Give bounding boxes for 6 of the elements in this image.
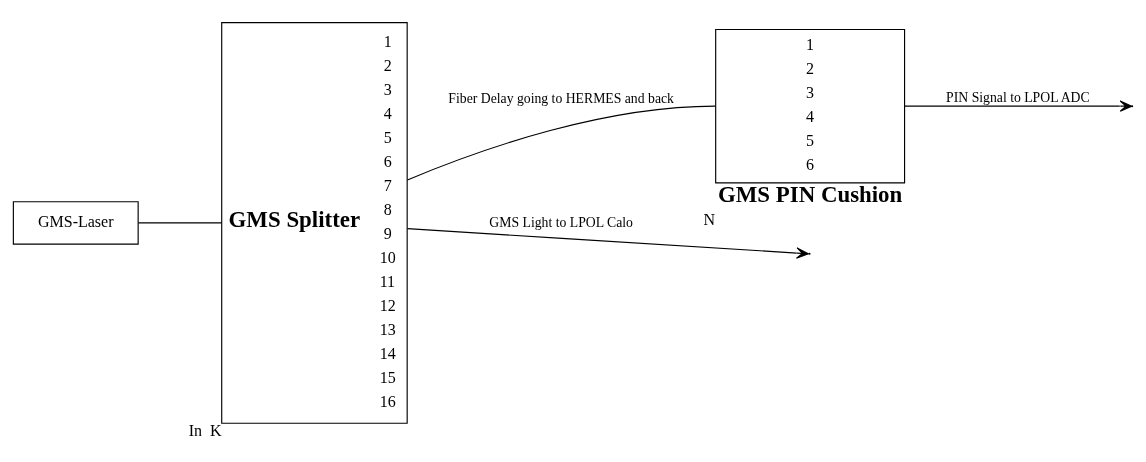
node-label: GMS PIN Cushion [717, 181, 903, 207]
edge-label: GMS Light to LPOL Calo [489, 214, 633, 230]
edge-label: Fiber Delay going to HERMES and back [448, 90, 674, 106]
node-label: N [703, 210, 716, 228]
edge-label: PIN Signal to LPOL ADC [946, 89, 1090, 105]
node-label: In K [188, 421, 222, 439]
